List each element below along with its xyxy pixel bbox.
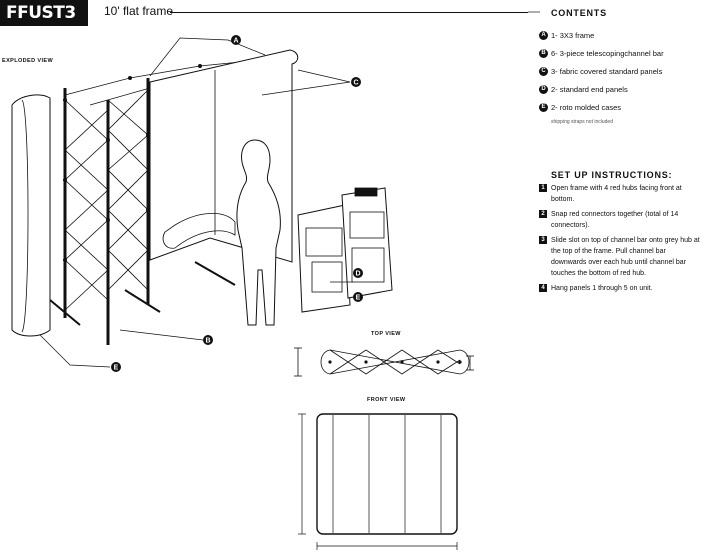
top-view-drawing [294,347,474,377]
callout-markers: A B C D E E [111,35,363,372]
marker-badge: B [539,48,548,58]
item-text: 2- standard end panels [551,84,628,94]
exploded-view-label: EXPLODED VIEW [2,58,54,64]
callout-marker [353,268,363,278]
setup-step: 2 Snap red connectors together (total of … [539,209,701,231]
top-view-label: TOP VIEW [371,331,401,337]
step-number: 3 [539,236,547,244]
marker-badge: C [539,66,548,76]
model-tag: FFUST3 [0,0,88,26]
marker-badge: E [539,102,548,112]
header-rule [170,12,528,13]
setup-step: 4 Hang panels 1 through 5 on unit. [539,283,701,294]
setup-title: SET UP INSTRUCTIONS: [551,170,673,180]
step-text: Hang panels 1 through 5 on unit. [551,285,653,292]
item-text: 3- fabric covered standard panels [551,66,663,76]
front-view-label: FRONT VIEW [367,397,406,403]
callout-marker [231,35,241,45]
callout-marker [111,362,121,372]
callout-letter: B [205,338,210,345]
callout-letter: E [114,365,119,372]
item-text: 2- roto molded cases [551,102,622,112]
step-number: 2 [539,210,547,218]
callout-letter: A [233,38,238,45]
item-text: 6- 3-piece telescopingchannel bar [551,48,664,58]
callout-letter: D [355,271,360,278]
callout-marker [203,335,213,345]
step-text: Slide slot on top of channel bar onto gr… [551,237,700,277]
exploded-frame [11,49,393,345]
shipping-note: shipping straps not included [551,119,613,125]
callout-marker [353,292,363,302]
step-text: Open frame with 4 red hubs facing front … [551,185,682,203]
setup-steps: 1 Open frame with 4 red hubs facing front… [539,183,701,298]
callout-letter: E [356,295,361,302]
marker-badge: D [539,84,548,94]
callout-marker [351,77,361,87]
step-text: Snap red connectors together (total of 1… [551,211,679,229]
leader-lines [39,11,540,368]
step-number: 4 [539,284,547,292]
step-number: 1 [539,184,547,192]
setup-step: 3 Slide slot on top of channel bar onto g… [539,235,701,279]
setup-step: 1 Open frame with 4 red hubs facing front… [539,183,701,205]
item-text: 1- 3X3 frame [551,30,595,40]
front-view-drawing [298,413,458,550]
product-name: 10' flat frame [104,4,173,18]
contents-title: CONTENTS [551,8,607,18]
marker-badge: A [539,30,548,40]
callout-letter: C [353,80,358,87]
